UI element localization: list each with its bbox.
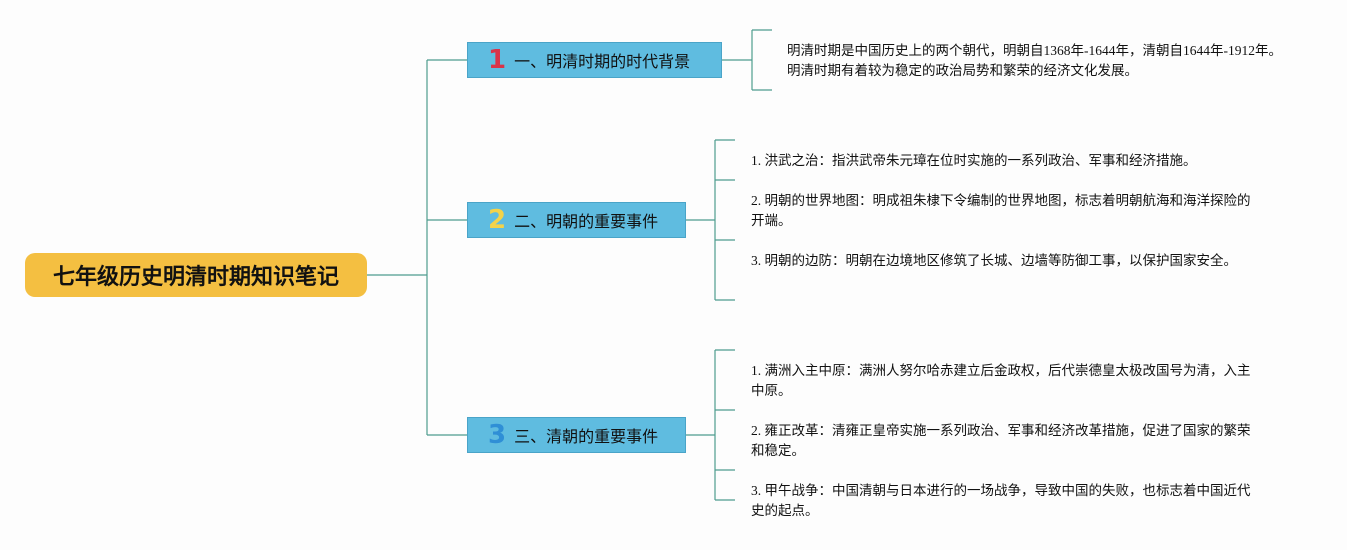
root-node: 七年级历史明清时期知识笔记 [25, 253, 367, 297]
branch-number-1: 1 [488, 45, 507, 75]
leaf-3-1: 1. 满洲入主中原：满洲人努尔哈赤建立后金政权，后代崇德皇太极改国号为清，入主中… [751, 363, 1251, 398]
leaf-2-2: 2. 明朝的世界地图：明成祖朱棣下令编制的世界地图，标志着明朝航海和海洋探险的开… [751, 193, 1251, 228]
leaf-2-3: 3. 明朝的边防：明朝在边境地区修筑了长城、边墙等防御工事，以保护国家安全。 [751, 253, 1237, 268]
branch-label-2: 二、明朝的重要事件 [514, 212, 659, 231]
branch-2: 2 二、明朝的重要事件 [467, 202, 686, 238]
branch-label-3: 三、清朝的重要事件 [514, 427, 659, 446]
branch-3: 3 三、清朝的重要事件 [467, 417, 686, 453]
branch-label-1: 一、明清时期的时代背景 [514, 52, 691, 71]
branch-number-2: 2 [488, 205, 507, 235]
leaf-3-3: 3. 甲午战争：中国清朝与日本进行的一场战争，导致中国的失败，也标志着中国近代史… [751, 483, 1251, 518]
leaf-3-2: 2. 雍正改革：清雍正皇帝实施一系列政治、军事和经济改革措施，促进了国家的繁荣和… [751, 423, 1251, 458]
branch-1: 1 一、明清时期的时代背景 [467, 42, 722, 78]
leaf-1-1: 明清时期是中国历史上的两个朝代，明朝自1368年-1644年，清朝自1644年-… [787, 43, 1282, 78]
root-title: 七年级历史明清时期知识笔记 [52, 265, 339, 290]
leaf-2-1: 1. 洪武之治：指洪武帝朱元璋在位时实施的一系列政治、军事和经济措施。 [751, 153, 1197, 168]
branch-number-3: 3 [488, 420, 507, 450]
